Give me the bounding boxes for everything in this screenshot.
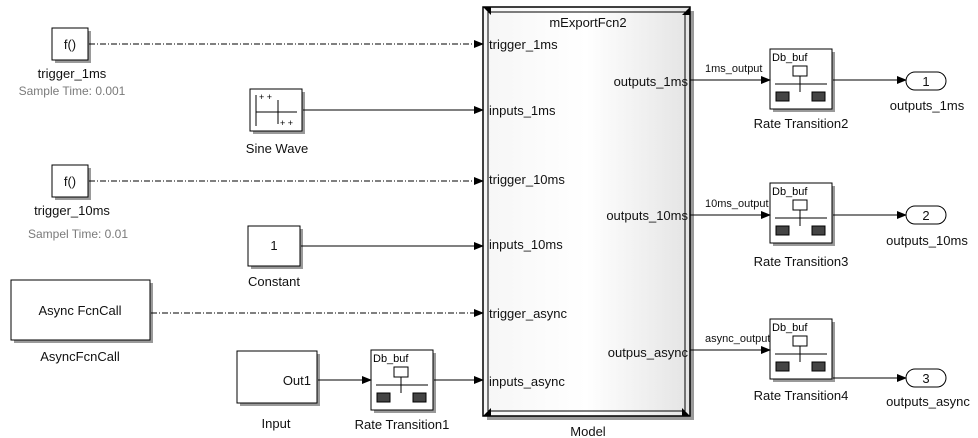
rate-transition-3-block[interactable]: Db_buf [769, 182, 835, 246]
rate-transition-icon [775, 335, 827, 372]
model-inport: inputs_async [489, 374, 565, 389]
rate-transition-2-label: Rate Transition2 [754, 116, 849, 131]
rate-transition-2-block[interactable]: Db_buf [769, 48, 835, 112]
outport-2-label: outputs_10ms [886, 233, 968, 248]
svg-text:+ +: + + [259, 92, 272, 102]
outport-number: 3 [922, 371, 929, 386]
outport-3-block[interactable]: 3 [905, 368, 947, 388]
trigger-10ms-block[interactable]: f() [51, 164, 91, 200]
outport-1-label: outputs_1ms [890, 98, 965, 113]
rate-transition-3-label: Rate Transition3 [754, 254, 849, 269]
svg-text:+ +: + + [280, 118, 293, 128]
outport-3-label: outputs_async [886, 394, 970, 409]
model-inport: trigger_10ms [489, 172, 565, 187]
sine-wave-block[interactable]: + + + + [249, 88, 305, 134]
sine-wave-label: Sine Wave [246, 141, 308, 156]
outport-1-block[interactable]: 1 [905, 71, 947, 91]
outport-number: 2 [922, 208, 929, 223]
model-inport: inputs_10ms [489, 237, 563, 252]
db-buf-glyph: Db_buf [772, 322, 808, 334]
model-block[interactable]: mExportFcn2 trigger_1ms inputs_1ms trigg… [482, 6, 694, 420]
model-title: mExportFcn2 [549, 15, 626, 30]
outport-number: 1 [922, 74, 929, 89]
signal-label: async_output [705, 333, 770, 345]
fcn-glyph: f() [64, 174, 76, 189]
trigger-1ms-label: trigger_1ms [38, 66, 107, 81]
model-inport: inputs_1ms [489, 103, 556, 118]
outport-2-block[interactable]: 2 [905, 205, 947, 225]
rate-transition-1-label: Rate Transition1 [355, 417, 450, 432]
trigger-1ms-block[interactable]: f() [51, 27, 91, 63]
async-fcncall-label: AsyncFcnCall [40, 349, 120, 364]
trigger-10ms-label: trigger_10ms [34, 203, 110, 218]
model-inport: trigger_1ms [489, 37, 558, 52]
signal-label: 10ms_output [705, 198, 769, 210]
model-outport: outputs_1ms [614, 74, 689, 89]
input-port-label: Out1 [283, 373, 311, 388]
constant-value: 1 [270, 238, 277, 253]
rate-transition-icon [775, 199, 827, 236]
signal-lines [89, 40, 907, 384]
model-caption: Model [570, 424, 606, 438]
signal-label: 1ms_output [705, 63, 762, 75]
async-fcncall-block[interactable]: Async FcnCall [10, 279, 153, 343]
model-inport: trigger_async [489, 306, 568, 321]
async-fcncall-text: Async FcnCall [38, 303, 121, 318]
db-buf-glyph: Db_buf [373, 353, 409, 365]
sine-wave-icon: + + + + [255, 92, 297, 128]
trigger-1ms-sample-time: Sample Time: 0.001 [19, 84, 126, 98]
db-buf-glyph: Db_buf [772, 186, 808, 198]
db-buf-glyph: Db_buf [772, 52, 808, 64]
trigger-10ms-sample-time: Sampel Time: 0.01 [28, 227, 128, 241]
model-outport: outpus_async [608, 345, 689, 360]
rate-transition-icon [775, 65, 827, 102]
rate-transition-4-label: Rate Transition4 [754, 388, 849, 403]
input-label: Input [262, 416, 291, 431]
constant-block[interactable]: 1 [247, 225, 303, 269]
input-block[interactable]: Out1 [236, 350, 320, 406]
fcn-glyph: f() [64, 37, 76, 52]
rate-transition-1-block[interactable]: Db_buf [370, 349, 436, 413]
constant-label: Constant [248, 274, 300, 289]
rate-transition-icon [376, 366, 428, 403]
rate-transition-4-block[interactable]: Db_buf [769, 318, 835, 382]
model-outport: outputs_10ms [606, 208, 688, 223]
